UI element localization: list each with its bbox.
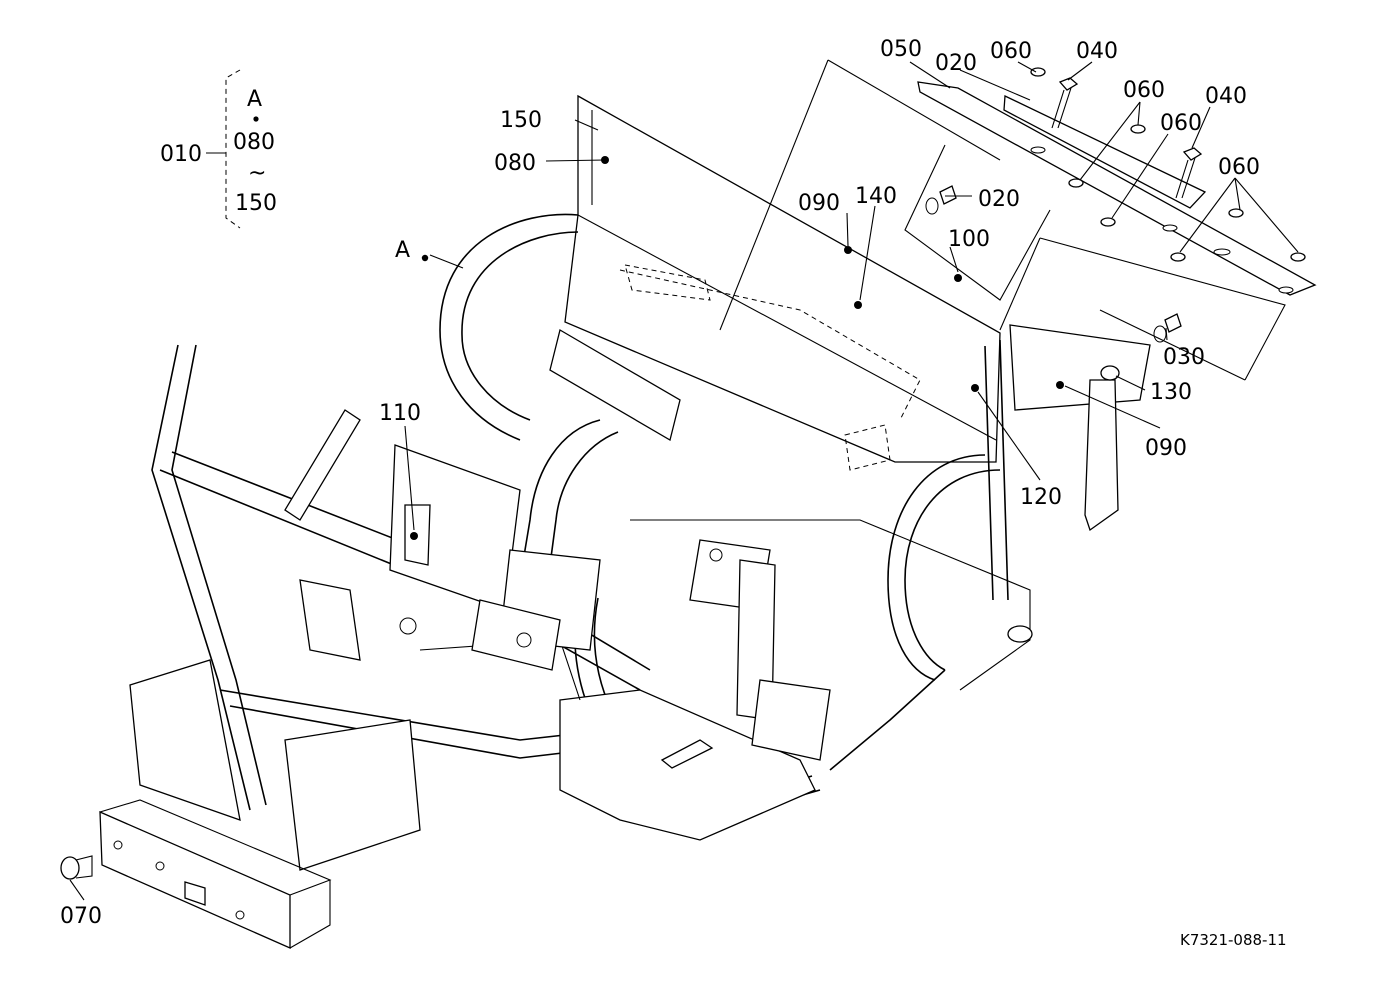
bolt-040-right-icon	[1175, 147, 1203, 199]
group-legend: 010 A 080 ~ 150	[160, 69, 277, 229]
group-range-sep: ~	[248, 161, 266, 186]
callout-040-right[interactable]: 040	[1205, 84, 1247, 109]
callout-120[interactable]: 140	[855, 184, 897, 209]
plug-070	[60, 856, 80, 880]
callout-130[interactable]: 150	[500, 108, 542, 133]
callout-030[interactable]: 020	[935, 51, 977, 76]
group-ref-point: A	[247, 87, 262, 112]
callout-010[interactable]: 010	[160, 142, 202, 167]
callout-A[interactable]: A	[395, 238, 410, 263]
ref-dot	[253, 116, 259, 122]
front-bumper	[99, 810, 291, 949]
rivet-060-icons	[1030, 67, 1306, 262]
callout-020-right[interactable]: 030	[1163, 345, 1205, 370]
callout-080[interactable]: 080	[494, 151, 536, 176]
roof-bracket-050	[917, 81, 1317, 296]
callout-070[interactable]: 070	[60, 904, 102, 929]
callout-100[interactable]: 100	[948, 227, 990, 252]
callout-060-d[interactable]: 060	[1218, 155, 1260, 180]
leader-lines	[69, 61, 1299, 901]
callout-090-left[interactable]: 090	[798, 191, 840, 216]
bolt-040-top-icon	[1051, 77, 1079, 129]
bracket-030	[1003, 95, 1207, 209]
group-range-end: 150	[235, 191, 277, 216]
callout-110[interactable]: 110	[379, 401, 421, 426]
callout-050[interactable]: 050	[880, 37, 922, 62]
callout-060-a[interactable]: 060	[990, 39, 1032, 64]
callout-150[interactable]: 130	[1150, 380, 1192, 405]
group-range-start: 080	[233, 130, 275, 155]
callout-040-top[interactable]: 040	[1076, 39, 1118, 64]
drawing-code: K7321-088-11	[1180, 931, 1287, 949]
callout-020-top[interactable]: 020	[978, 187, 1020, 212]
callout-060-b[interactable]: 060	[1123, 78, 1165, 103]
callout-090-right[interactable]: 090	[1145, 436, 1187, 461]
frame-drawing	[60, 59, 1317, 949]
callout-140[interactable]: 120	[1020, 485, 1062, 510]
callout-labels: 150 080 A 050 020 060 040 060 040 060 06…	[60, 37, 1260, 929]
callout-060-c[interactable]: 060	[1160, 111, 1202, 136]
